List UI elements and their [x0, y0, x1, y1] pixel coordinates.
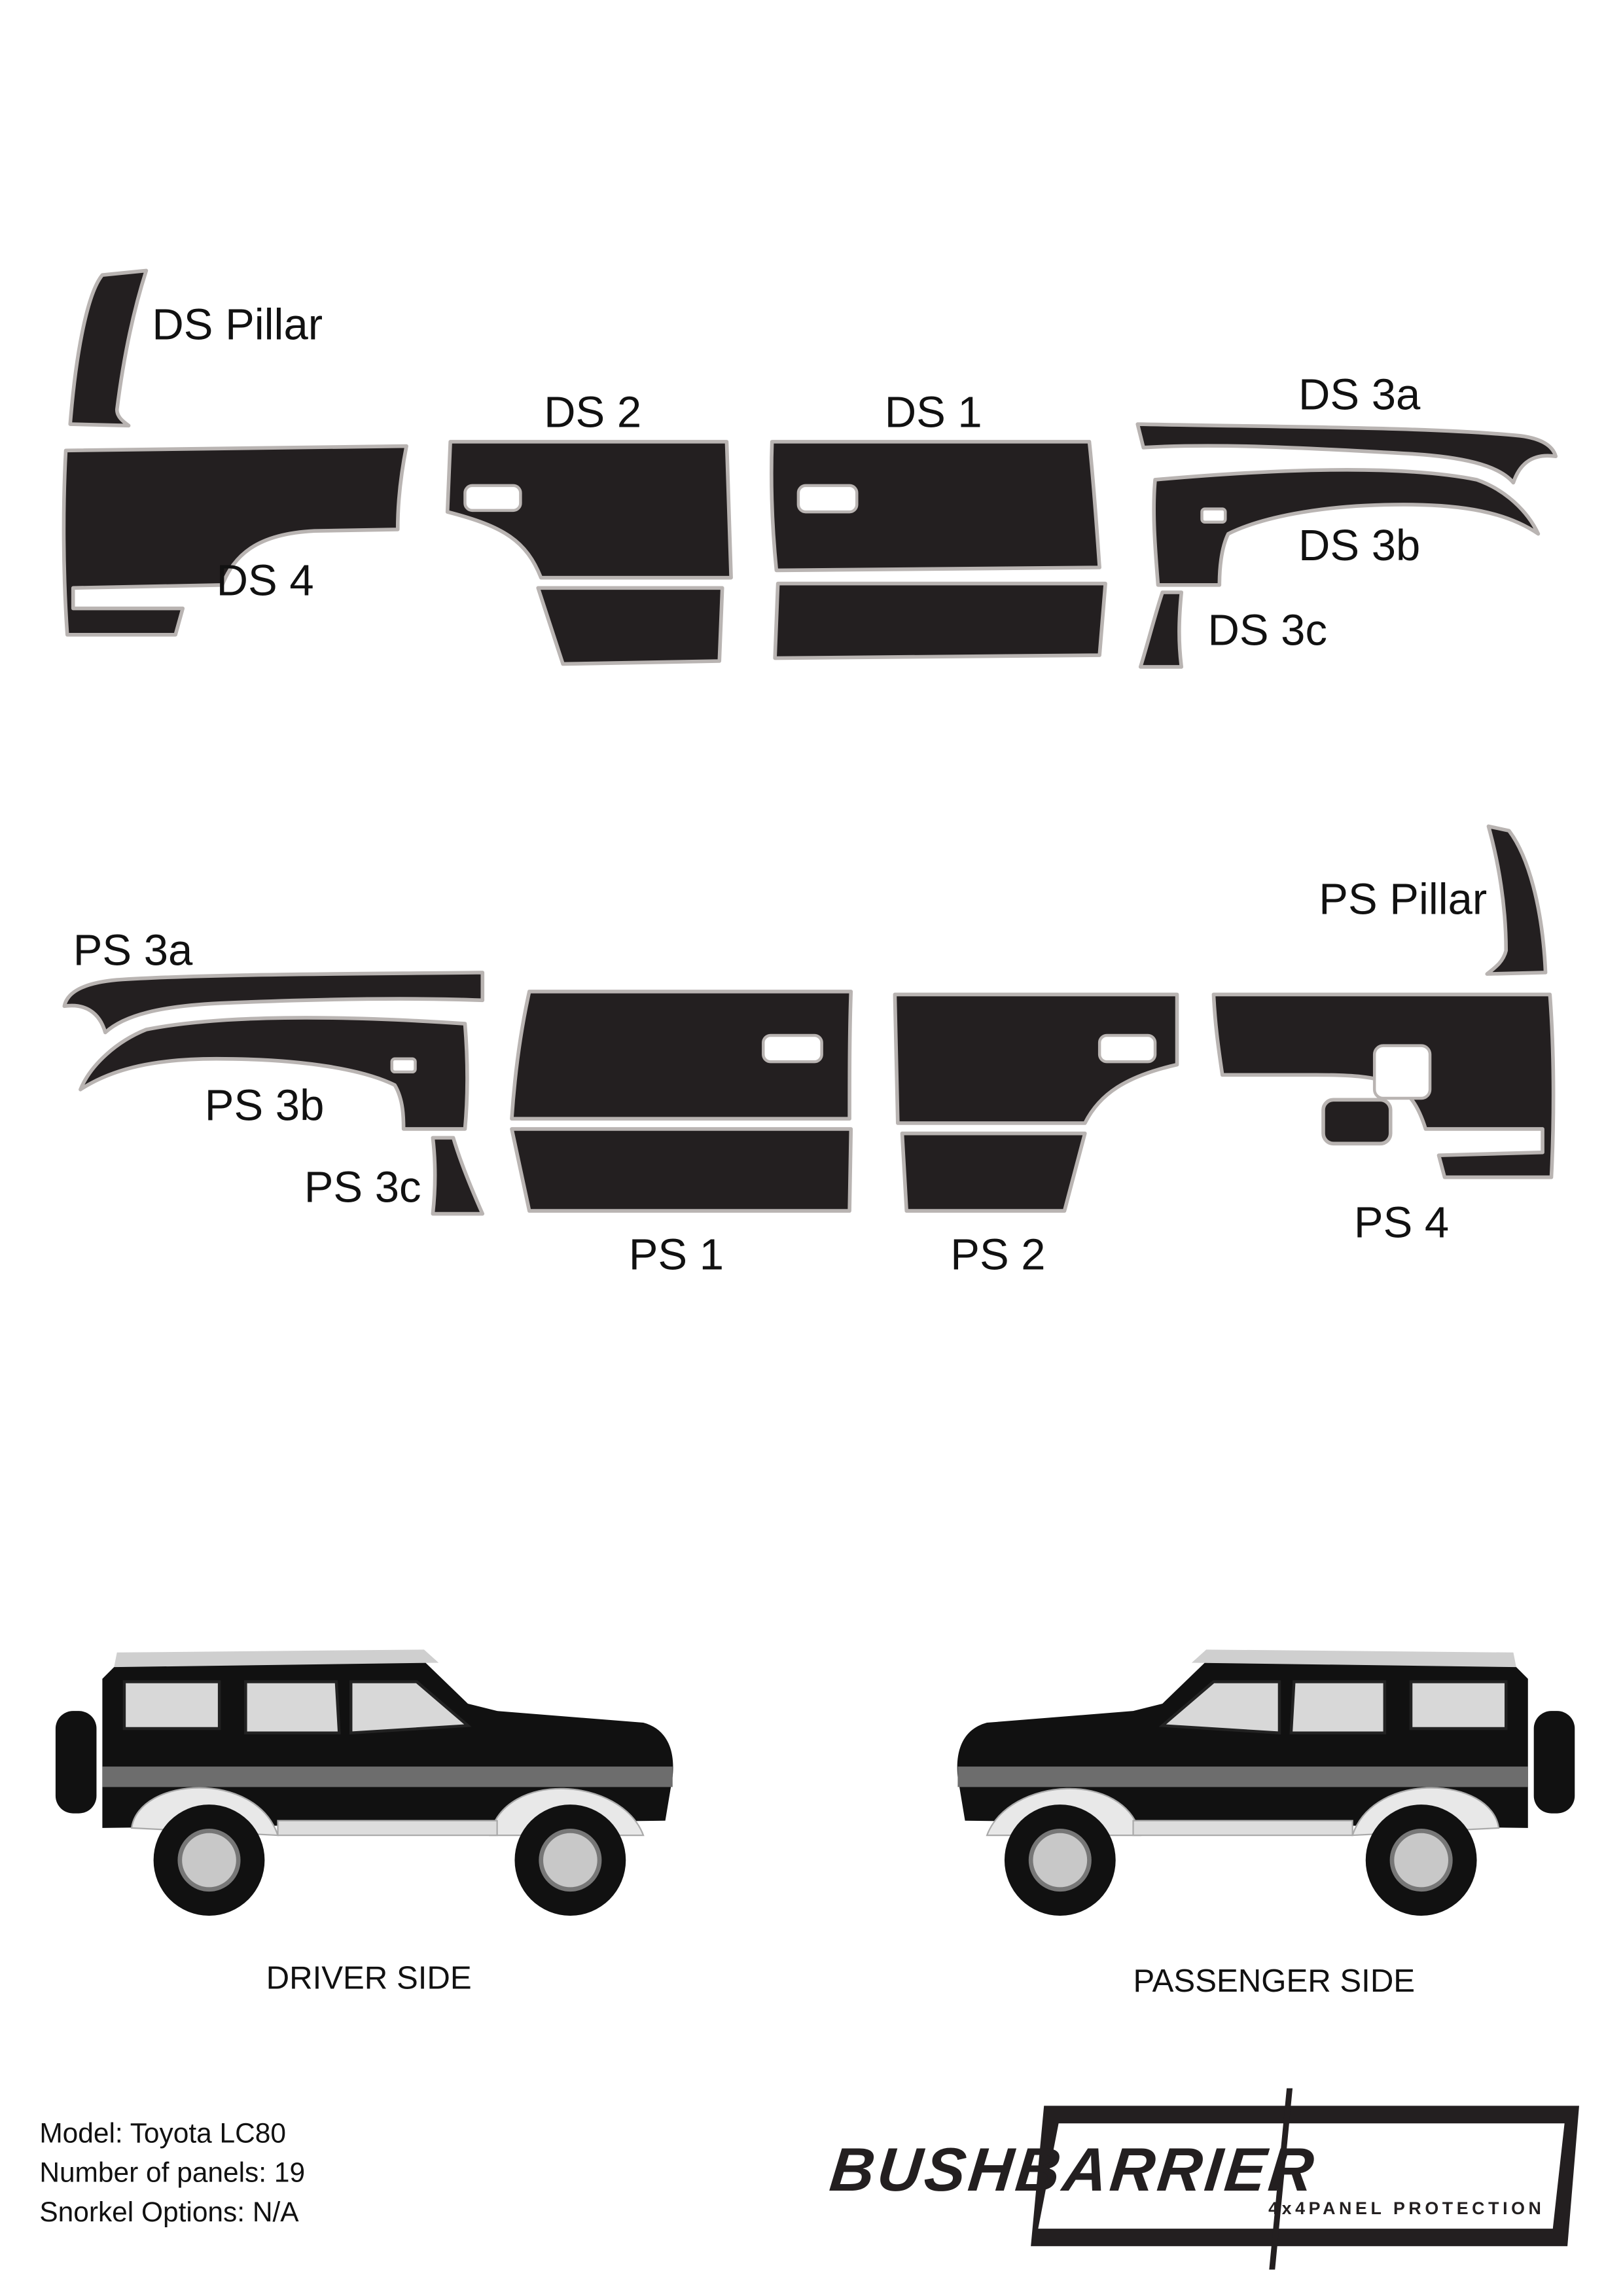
ps-4-label: PS 4 [1354, 1198, 1449, 1247]
ds-1-panel [770, 440, 1101, 573]
ps-1-lower-panel [510, 1127, 853, 1213]
ps-3b-cutout [390, 1057, 417, 1074]
ps-3b-panel [79, 1016, 469, 1131]
ds-2-handle-cutout [463, 484, 522, 512]
ds-1-lower-panel [773, 581, 1107, 660]
bush-barrier-logo: BUSHBARRIER 4x4PANEL PROTECTION [827, 2088, 1579, 2270]
ds-pillar-panel [68, 268, 149, 428]
ps-4-panel [1211, 992, 1556, 1179]
ps-3c-label: PS 3c [304, 1163, 421, 1212]
ds-2-lower-panel [536, 586, 724, 666]
ds-1-label: DS 1 [885, 388, 982, 437]
ps-1-label: PS 1 [629, 1230, 724, 1279]
model-text: Model: Toyota LC80 [39, 2117, 286, 2148]
ds-pillar-label: DS Pillar [152, 300, 323, 349]
vehicle-info: Model: Toyota LC80 Number of panels: 19 … [39, 2117, 305, 2227]
ps-3b-label: PS 3b [205, 1081, 325, 1130]
passenger-side-vehicle-image [957, 1649, 1575, 1916]
ds-3b-panel [1152, 468, 1541, 587]
ps-1-panel [510, 990, 853, 1121]
logo-tagline: 4x4PANEL PROTECTION [1268, 2198, 1544, 2218]
ds-3c-panel [1138, 590, 1184, 669]
ds-3b-cutout [1200, 507, 1227, 524]
passenger-side-caption: PASSENGER SIDE [1133, 1964, 1416, 1999]
ds-2-panel [445, 440, 733, 580]
ds-4-panel [62, 444, 408, 637]
ps-4-fuel-cutout [1372, 1044, 1432, 1100]
ps-2-lower-panel [900, 1131, 1087, 1213]
passenger-side-panels: PS Pillar PS 3a PS 3b PS 3c PS 1 PS 2 PS… [62, 824, 1556, 1279]
ps-2-panel [893, 992, 1179, 1125]
ps-3c-panel [431, 1136, 485, 1216]
ps-1-handle-cutout [762, 1033, 823, 1064]
ds-4-label: DS 4 [217, 556, 314, 605]
driver-side-caption: DRIVER SIDE [266, 1961, 472, 1996]
ps-3a-label: PS 3a [73, 926, 193, 975]
logo-wordmark: BUSHBARRIER [827, 2135, 1319, 2204]
ps-2-label: PS 2 [950, 1230, 1045, 1279]
ds-2-label: DS 2 [544, 388, 641, 437]
driver-side-vehicle-image [56, 1649, 673, 1916]
snorkel-options-text: Snorkel Options: N/A [39, 2197, 299, 2227]
panel-count-text: Number of panels: 19 [39, 2157, 305, 2188]
ds-1-handle-cutout [796, 484, 859, 514]
ps-4-fuel-door-panel [1321, 1098, 1393, 1146]
ps-3a-panel [62, 971, 485, 1035]
ps-pillar-panel [1485, 824, 1548, 976]
ds-3a-label: DS 3a [1298, 370, 1421, 420]
ds-3c-label: DS 3c [1207, 605, 1327, 655]
driver-side-panels: DS Pillar DS 4 DS 2 DS 1 DS 3a DS 3b DS … [62, 268, 1558, 669]
ds-3b-label: DS 3b [1298, 521, 1420, 570]
ps-pillar-label: PS Pillar [1319, 875, 1487, 924]
ps-2-handle-cutout [1097, 1033, 1157, 1064]
ds-3a-panel [1135, 422, 1558, 485]
